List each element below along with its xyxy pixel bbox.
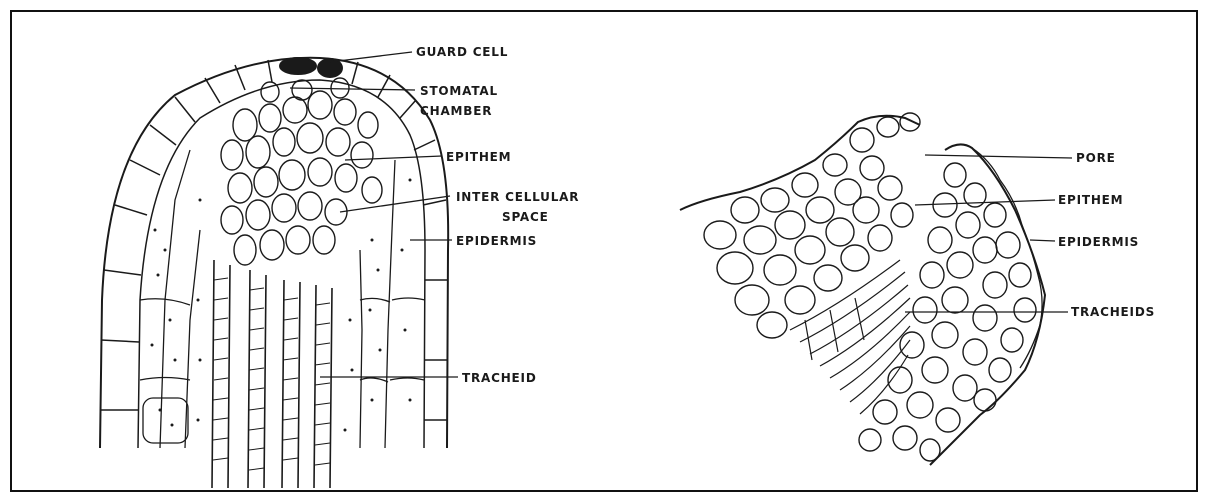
label-epidermis-left: EPIDERMIS [456, 234, 537, 248]
label-inter-cellular: INTER CELLULAR [456, 190, 579, 204]
tracheid-columns [212, 260, 332, 488]
label-tracheid: TRACHEID [462, 371, 537, 385]
label-pore: PORE [1076, 151, 1116, 165]
hydathode-section [680, 113, 1072, 465]
inner-epidermis-boundary [138, 80, 425, 448]
tracheid-striations [790, 260, 910, 414]
tracheid-thickenings [213, 278, 330, 470]
guard-cell-left [280, 58, 316, 74]
label-epithem-left: EPITHEM [446, 150, 511, 164]
label-tracheids: TRACHEIDS [1071, 305, 1155, 319]
outer-outline [100, 58, 448, 448]
hydathode-longitudinal-section [100, 52, 458, 488]
label-epidermis-right: EPIDERMIS [1058, 235, 1139, 249]
label-chamber: CHAMBER [420, 104, 492, 118]
epithem-cells [221, 78, 382, 265]
label-space: SPACE [502, 210, 549, 224]
label-guard-cell: GUARD CELL [416, 45, 508, 59]
label-epithem-right: EPITHEM [1058, 193, 1123, 207]
label-stomatal: STOMATAL [420, 84, 498, 98]
